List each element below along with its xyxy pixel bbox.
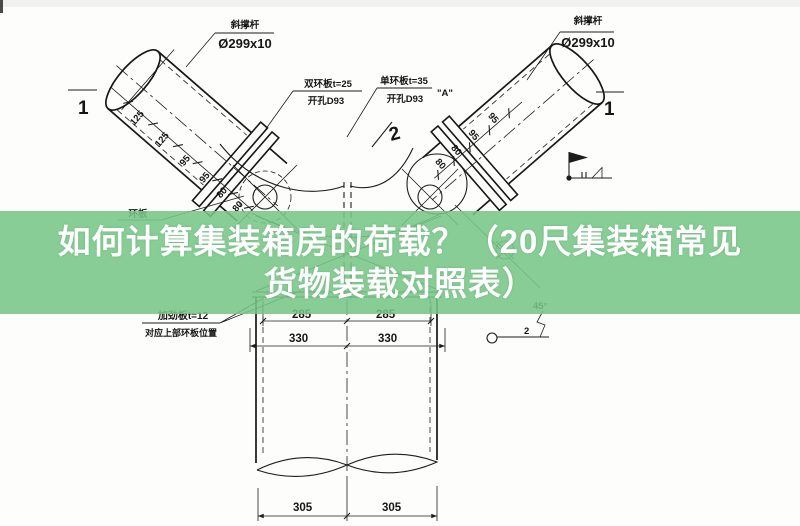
column: 285 285 330 330 305 305 [249,297,446,521]
dim-text: 125 [128,108,147,128]
bevel-zigzag-icon [536,310,546,338]
column-inner-edges [262,297,431,455]
weld-point-circle [486,332,498,344]
title-banner: 如何计算集装箱房的荷载？（20尺集装箱常见 货物装载对照表） [0,211,800,314]
corner-artifact [0,0,3,13]
dim-text: 125 [153,130,172,150]
pipe-edges [457,44,603,185]
leader-line [526,31,561,81]
pipe-edge-hatch [117,60,247,186]
dimension-line [110,86,253,211]
extension-line [121,49,175,111]
ring-plate-hole: 开孔D93 [308,95,344,107]
pin-circle [252,184,278,210]
dim-text: 95 [485,111,501,127]
flag-icon [569,152,588,163]
ring-plate-note: 双环板t=25 [303,78,352,90]
dim-text: 305 [382,502,402,514]
ring-plate-hole: 开孔D93 [387,93,423,105]
pin-circle [417,184,443,210]
right-brace-pipe: 95 95 80 80 [422,43,605,216]
detail-mark: "A" [437,88,453,99]
saddle-arc-right [349,147,414,189]
scan-edge [0,0,800,7]
banner-title-line1: 如何计算集装箱房的荷载？（20尺集装箱常见 [57,222,743,260]
ring-plate-note: 单环板t=35 [380,75,428,87]
weld-gap: 2 [524,326,529,337]
leader-line [346,87,378,138]
pipe-edge-hatch [463,54,593,180]
pipe-centerline [431,59,594,201]
section-slash [371,121,393,148]
banner-title-line2: 货物装载对照表） [264,264,536,302]
section-mark-center: 2 [387,123,403,146]
dim-text: 305 [293,502,313,514]
extension-lines [257,476,438,521]
column-outer-edges [255,297,438,463]
break-lines [256,453,439,477]
member-name: 斜撑杆 [230,19,260,31]
leader-line [262,90,294,134]
dimension-ticks [437,108,510,180]
dim-text: 330 [378,333,397,345]
dim-text: 80 [432,157,447,172]
dim-text: 330 [289,333,308,345]
member-spec: Ø299x10 [218,36,272,51]
extension-lines [249,328,446,352]
dimension-ticks [123,100,254,209]
weld-size-ticks [581,172,587,178]
dimension-ticks [259,317,435,325]
dim-text: 95 [178,153,194,169]
section-mark-right: 1 [604,99,615,120]
leader-line [185,32,216,68]
section-marks: 1 1 2 [68,89,624,148]
saddle-arc-left [219,143,345,192]
section-mark-left: 1 [78,98,89,119]
pipe-edges [107,50,253,191]
stiffener-position-note: 对应上部环板位置 [145,327,217,338]
dimension-tick [343,342,351,350]
member-spec: Ø299x10 [561,35,615,50]
fillet-weld-icon [591,166,603,179]
dimension-line [434,101,523,179]
dimension-tick [343,512,351,520]
pipe-centerline [116,65,279,207]
member-name: 斜撑杆 [573,15,603,27]
